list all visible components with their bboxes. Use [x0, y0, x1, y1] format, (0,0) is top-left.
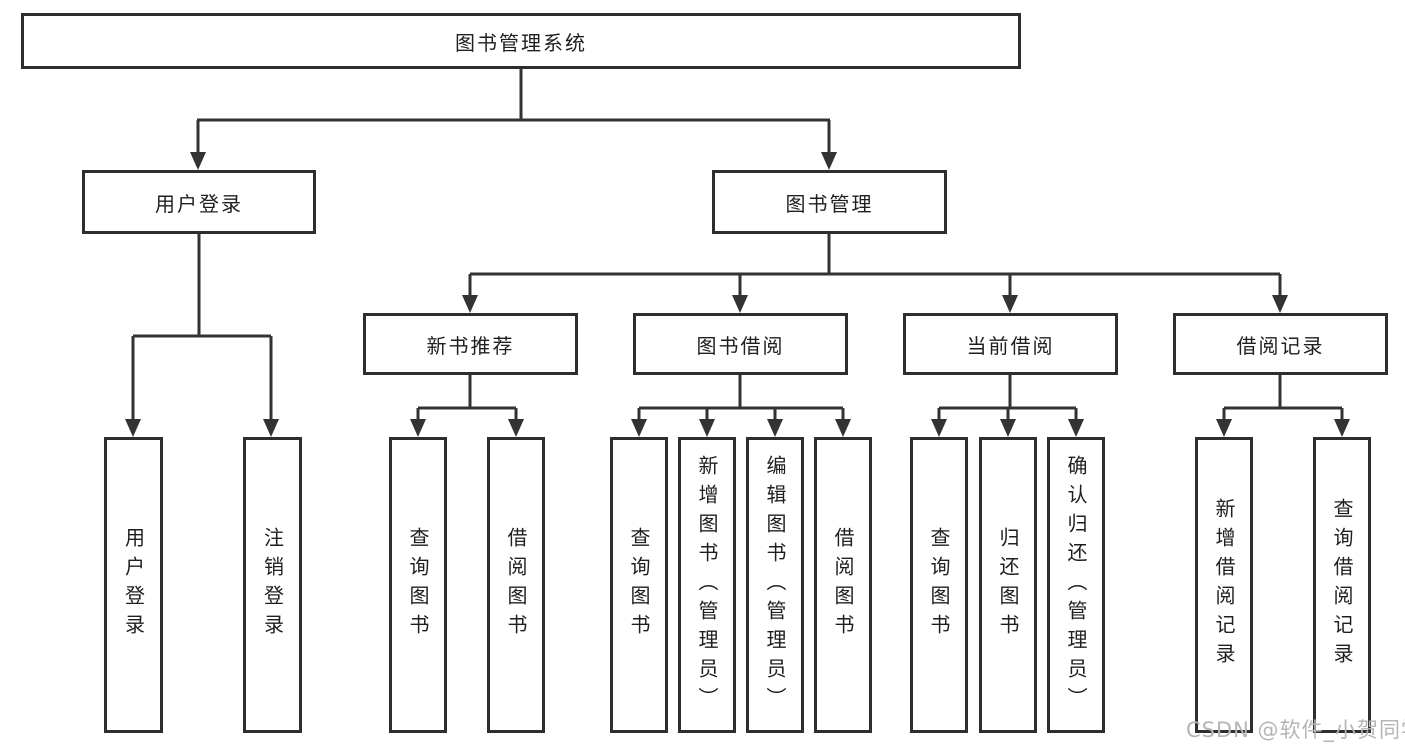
leaf-borrow-books-borrowing: 借阅图书 — [814, 437, 872, 733]
node-user-login: 用户登录 — [82, 170, 316, 234]
leaf-add-borrow-record: 新增借阅记录 — [1195, 437, 1253, 733]
leaf-query-books-borrowing: 查询图书 — [610, 437, 668, 733]
arrow-down-icon — [508, 419, 524, 437]
leaf-query-borrow-record: 查询借阅记录 — [1313, 437, 1371, 733]
arrow-down-icon — [125, 419, 141, 437]
arrow-down-icon — [1334, 419, 1350, 437]
arrow-down-icon — [767, 419, 783, 437]
node-book-borrowing: 图书借阅 — [633, 313, 848, 375]
node-current-borrowing: 当前借阅 — [903, 313, 1118, 375]
connector-user-login — [125, 234, 279, 437]
arrow-down-icon — [732, 295, 748, 313]
arrow-down-icon — [931, 419, 947, 437]
connector-book-borrowing — [631, 375, 851, 437]
leaf-user-login: 用户登录 — [104, 437, 163, 733]
arrow-down-icon — [410, 419, 426, 437]
connector-new-book-recommendation — [410, 375, 524, 437]
leaf-borrow-books-recommend: 借阅图书 — [487, 437, 545, 733]
node-new-book-recommendation: 新书推荐 — [363, 313, 578, 375]
arrow-down-icon — [1002, 295, 1018, 313]
arrow-down-icon — [190, 152, 206, 170]
leaf-query-books-recommend: 查询图书 — [389, 437, 447, 733]
leaf-logout: 注销登录 — [243, 437, 302, 733]
arrow-down-icon — [1216, 419, 1232, 437]
arrow-down-icon — [462, 295, 478, 313]
arrow-down-icon — [1272, 295, 1288, 313]
connector-current-borrowing — [931, 375, 1084, 437]
arrow-down-icon — [1068, 419, 1084, 437]
leaf-return-book: 归还图书 — [979, 437, 1037, 733]
node-book-management: 图书管理 — [712, 170, 947, 234]
connector-book-management — [462, 234, 1288, 313]
watermark: CSDN @软件_小贺同学 — [1186, 718, 1405, 742]
arrow-down-icon — [1000, 419, 1016, 437]
arrow-down-icon — [821, 152, 837, 170]
arrow-down-icon — [699, 419, 715, 437]
connector-root — [190, 68, 837, 170]
leaf-add-book-admin: 新增图书（管理员） — [678, 437, 736, 733]
connector-borrowing-records — [1216, 375, 1350, 437]
node-root: 图书管理系统 — [21, 13, 1021, 69]
leaf-confirm-return-admin: 确认归还（管理员） — [1047, 437, 1105, 733]
arrow-down-icon — [263, 419, 279, 437]
leaf-query-books-current: 查询图书 — [910, 437, 968, 733]
leaf-edit-book-admin: 编辑图书（管理员） — [746, 437, 804, 733]
node-borrowing-records: 借阅记录 — [1173, 313, 1388, 375]
arrow-down-icon — [631, 419, 647, 437]
arrow-down-icon — [835, 419, 851, 437]
